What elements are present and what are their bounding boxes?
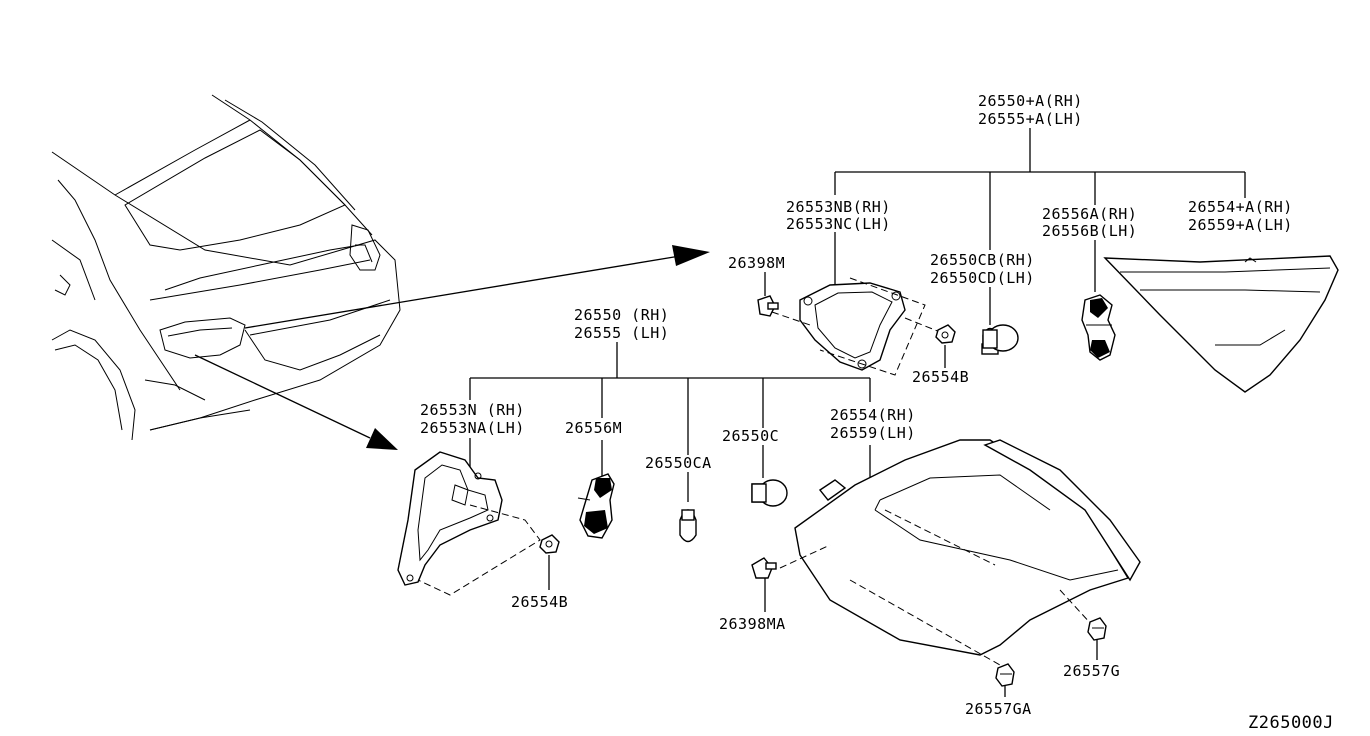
upper-leader-tree [764,128,1246,368]
callout-lens-lower: 26554(RH) 26559(LH) [830,406,916,442]
callout-socket-upper: 26556A(RH) 26556B(LH) [1042,205,1137,240]
callout-housing-upper: 26553NB(RH) 26553NC(LH) [786,198,891,233]
callout-housing-upper-line1: 26553NB(RH) [786,198,891,216]
callout-assy-lower-line1: 26550 (RH) [574,306,669,324]
callout-bulb-lower-c: 26550C [722,427,779,445]
callout-assy-upper-line2: 26555+A(LH) [978,110,1083,128]
grommet-26557g [1087,617,1107,641]
callout-assy-upper: 26550+A(RH) 26555+A(LH) [978,92,1083,128]
callout-socket-lower: 26556M [565,419,622,437]
bulb-upper [981,324,1019,355]
callout-housing-lower-line1: 26553N (RH) [420,401,525,419]
lens-lower [779,439,1141,666]
callout-lens-upper-line1: 26554+A(RH) [1188,198,1293,216]
callout-assy-upper-line1: 26550+A(RH) [978,92,1083,110]
callout-assy-lower-line2: 26555 (LH) [574,324,669,342]
grommet-26557ga [995,663,1015,687]
callout-socket-upper-line2: 26556B(LH) [1042,222,1137,240]
callout-lens-lower-line1: 26554(RH) [830,406,916,424]
callout-nut-lower: 26554B [511,593,568,611]
callout-assy-lower: 26550 (RH) 26555 (LH) [574,306,669,342]
callout-bulb-lower-a: 26550CA [645,454,712,472]
callout-grommet-g: 26557G [1063,662,1120,680]
upper-housing-bracket [771,277,941,376]
callout-housing-lower: 26553N (RH) 26553NA(LH) [420,401,525,437]
callout-bulb-upper: 26550CB(RH) 26550CD(LH) [930,251,1035,287]
callout-housing-upper-line2: 26553NC(LH) [786,215,891,233]
callout-lens-upper: 26554+A(RH) 26559+A(LH) [1188,198,1293,234]
callout-bulb-upper-line2: 26550CD(LH) [930,269,1035,287]
clip-26398m [757,295,779,317]
car-rear-illustration [51,94,401,441]
bulb-26550ca [679,509,697,543]
callout-bulb-upper-line1: 26550CB(RH) [930,251,1035,269]
callout-clip-upper: 26398M [728,254,785,272]
lens-upper [1103,255,1339,393]
callout-socket-upper-line1: 26556A(RH) [1042,205,1137,223]
pointer-arrows [194,245,710,450]
callout-grommet-ga: 26557GA [965,700,1032,718]
bulb-26550c [751,479,788,507]
socket-lower [577,473,615,539]
clip-26398ma [751,557,777,579]
nut-26554b-upper [935,324,956,344]
callout-nut-upper: 26554B [912,368,969,386]
lower-housing-bracket [397,451,541,596]
lower-leader-tree [469,342,1098,697]
callout-lens-lower-line2: 26559(LH) [830,424,916,442]
callout-lens-upper-line2: 26559+A(LH) [1188,216,1293,234]
socket-upper [1081,294,1116,361]
nut-26554b-lower [539,534,560,554]
callout-clip-lower: 26398MA [719,615,786,633]
callout-housing-lower-line2: 26553NA(LH) [420,419,525,437]
diagram-code: Z265000J [1248,713,1334,733]
